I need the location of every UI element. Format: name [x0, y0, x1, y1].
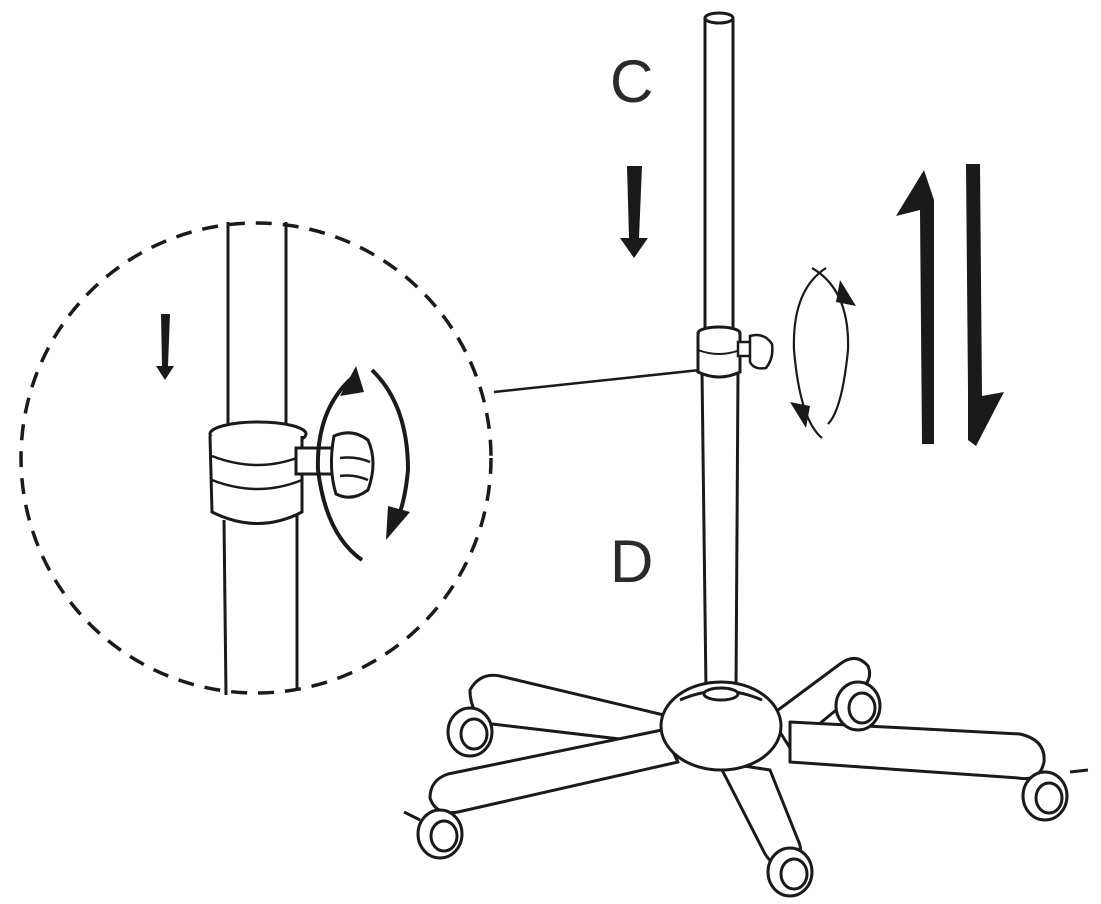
detail-magnifier [19, 221, 493, 696]
stand-pole [696, 11, 774, 691]
detail-pole [222, 222, 299, 696]
push-down-arrow-icon [156, 314, 174, 380]
up-down-arrows-icon [896, 164, 1004, 446]
rotate-collar-arrow-icon [790, 267, 856, 439]
label-lower-pole: D [610, 528, 653, 595]
caster-wheel-icon [403, 680, 1089, 898]
clamp-knob-icon [294, 431, 375, 499]
rotate-knob-arrow-icon [315, 366, 411, 562]
stand-base [428, 657, 1046, 868]
push-down-arrow-icon [620, 166, 648, 258]
detail-collar [208, 420, 308, 525]
detail-leader-line [493, 368, 701, 394]
label-upper-pole: C [610, 48, 653, 115]
